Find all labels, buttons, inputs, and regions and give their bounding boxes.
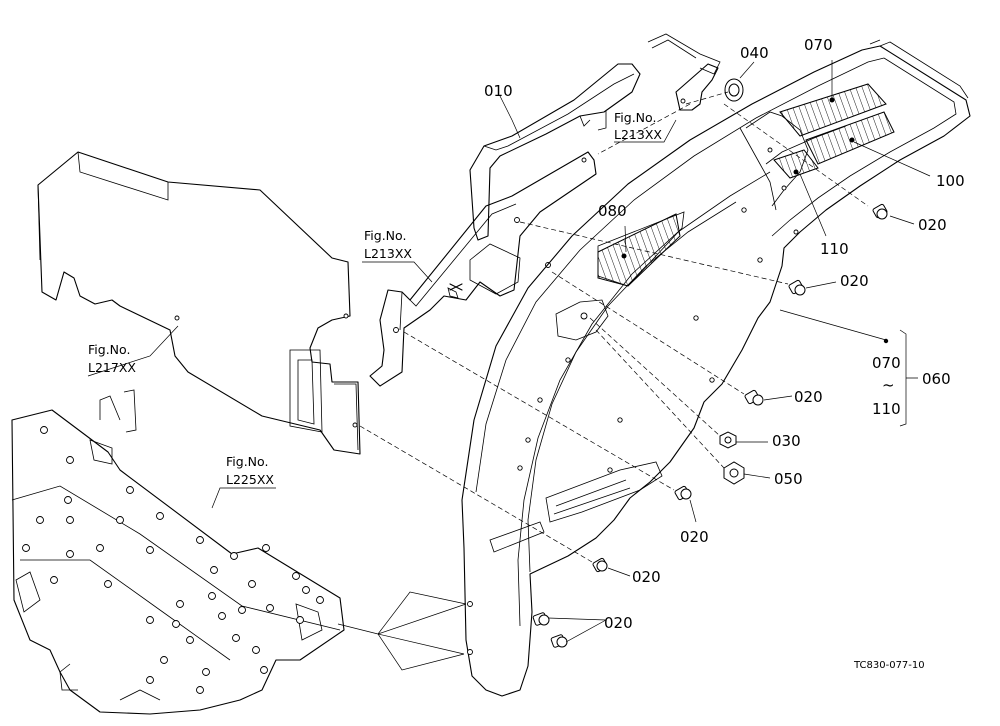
decal-080 — [597, 213, 681, 287]
fasteners — [449, 78, 888, 648]
flange-bolt-020-g — [550, 634, 568, 648]
stud-bolt — [449, 283, 463, 291]
callout-030: 030 — [772, 432, 801, 450]
callout-010: 010 — [484, 82, 513, 100]
grab-handle-010 — [469, 63, 641, 241]
fig-label-left: Fig.No. — [88, 342, 130, 357]
decal-110 — [773, 149, 819, 179]
figure-references: Fig.No. L213XX Fig.No. L213XX Fig.No. L2… — [88, 110, 662, 487]
assembly-lines — [359, 91, 869, 563]
callout-020-c: 020 — [794, 388, 823, 406]
fig-ref-mid: L213XX — [364, 246, 412, 261]
floor-plate — [11, 389, 345, 715]
fig-ref-left: L217XX — [88, 360, 136, 375]
callout-020-d: 020 — [680, 528, 709, 546]
drawing-code: TC830-077-10 — [853, 660, 925, 671]
range-start-070: 070 — [872, 354, 901, 372]
fig-ref-bottom: L225XX — [226, 472, 274, 487]
callout-060: 060 — [922, 370, 951, 388]
range-end-110: 110 — [872, 400, 901, 418]
callout-labels: 010 040 070 100 110 080 020 020 020 030 … — [484, 36, 965, 632]
flange-bolt-020-c — [744, 389, 764, 406]
callout-040: 040 — [740, 44, 769, 62]
callout-020-f: 020 — [604, 614, 633, 632]
flange-bolt-020-a — [872, 203, 888, 220]
floor-rivets — [22, 426, 324, 694]
rear-plate — [647, 33, 721, 111]
fig-label-top: Fig.No. — [614, 110, 656, 125]
side-cover-panel — [37, 151, 361, 455]
callout-100: 100 — [936, 172, 965, 190]
flange-bolt-020-b — [788, 279, 806, 296]
decal-070 — [779, 83, 887, 137]
callout-050: 050 — [774, 470, 803, 488]
flange-bolt-020-f — [532, 612, 550, 626]
fender-bracket — [369, 151, 597, 387]
range-tilde: ~ — [882, 376, 895, 394]
fig-label-mid: Fig.No. — [364, 228, 406, 243]
grommet-040 — [724, 78, 744, 102]
callout-020-b: 020 — [840, 272, 869, 290]
callout-020-e: 020 — [632, 568, 661, 586]
callout-110: 110 — [820, 240, 849, 258]
callout-080: 080 — [598, 202, 627, 220]
fig-ref-top: L213XX — [614, 127, 662, 142]
callout-020-a: 020 — [918, 216, 947, 234]
nut-030 — [719, 431, 737, 449]
flange-bolt-020-e — [592, 557, 608, 573]
leader-lines — [87, 60, 931, 671]
decal-100 — [805, 111, 895, 165]
callout-070: 070 — [804, 36, 833, 54]
fig-label-bottom: Fig.No. — [226, 454, 268, 469]
flange-bolt-020-d — [674, 485, 692, 501]
washer-050 — [723, 461, 745, 485]
